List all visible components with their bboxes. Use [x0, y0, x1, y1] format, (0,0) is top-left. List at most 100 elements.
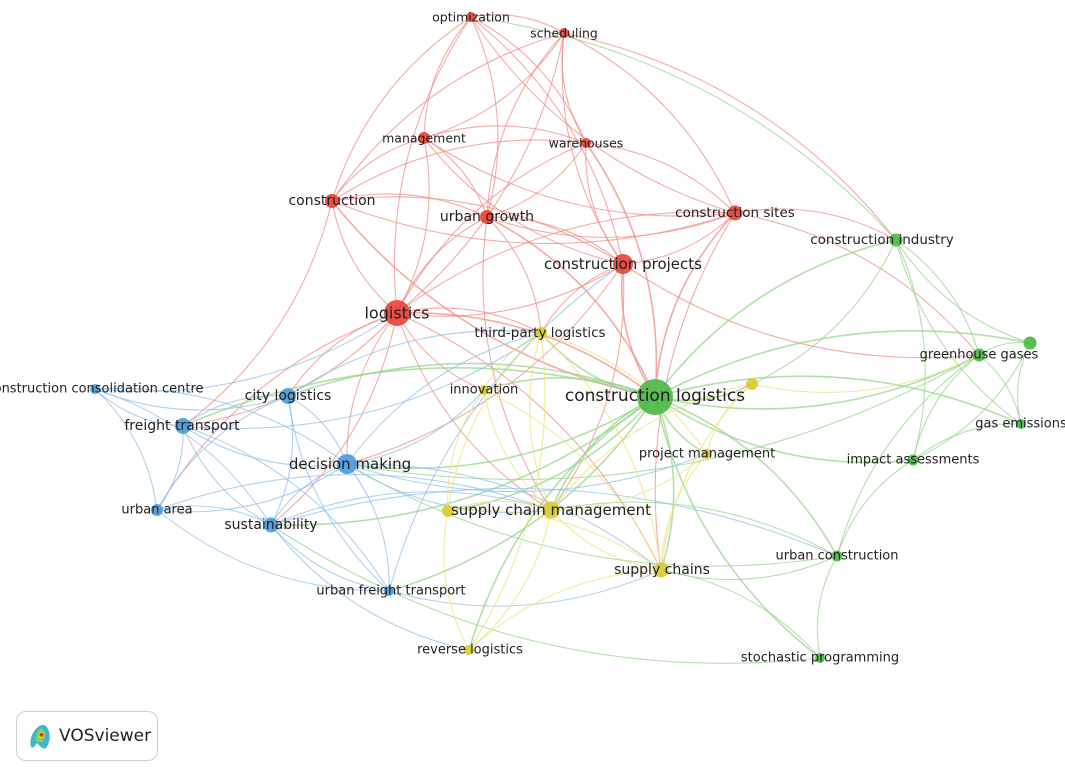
- label-urban-construction: urban construction: [775, 549, 898, 564]
- link-innovation-supply_chains: [483, 389, 662, 571]
- link-construction-urban_growth: [331, 193, 488, 218]
- label-construction: construction: [288, 193, 375, 209]
- link-greenhouse_gases-urban_construction: [836, 354, 980, 557]
- node-third-party-logistics[interactable]: [535, 327, 547, 339]
- link-logistics-sustainability: [270, 312, 398, 526]
- node-urban-freight-transport[interactable]: [384, 586, 394, 596]
- node-construction-consolidation-centre[interactable]: [90, 384, 100, 394]
- link-freight_transport-sustainability: [182, 425, 272, 526]
- node-gas-emissions[interactable]: [1016, 419, 1026, 429]
- node-project-management[interactable]: [702, 449, 712, 459]
- label-stochastic-programming: stochastic programming: [741, 651, 899, 666]
- link-freight_transport-decision_making: [182, 425, 348, 467]
- link-decision_making-urban_freight_transport: [346, 463, 390, 592]
- nodes-layer: [90, 12, 1037, 663]
- node-stochastic-programming[interactable]: [815, 653, 825, 663]
- label-reverse-logistics: reverse logistics: [417, 643, 523, 658]
- node-construction-sites[interactable]: [727, 205, 743, 221]
- node-freight-transport[interactable]: [175, 418, 191, 434]
- node-supply-chain-management[interactable]: [542, 501, 560, 519]
- node-urban-growth[interactable]: [480, 210, 494, 224]
- link-construction_logistics-supply_chains: [654, 396, 675, 571]
- link-decision_making-third_party_logistics: [346, 332, 542, 465]
- label-project-management: project management: [639, 447, 775, 462]
- label-scheduling: scheduling: [530, 26, 598, 41]
- link-optimization-logistics: [393, 16, 472, 314]
- label-freight-transport: freight transport: [124, 418, 240, 434]
- link-warehouses-construction_logistics: [585, 142, 658, 398]
- label-urban-area: urban area: [121, 503, 192, 518]
- node-scheduling[interactable]: [559, 28, 569, 38]
- link-construction-construction_sites: [331, 200, 736, 245]
- link-management-construction_projects: [423, 137, 624, 265]
- link-decision_making-sustainability: [270, 463, 348, 526]
- link-construction_industry-optimization: [470, 16, 897, 241]
- node-urban-construction[interactable]: [831, 550, 843, 562]
- link-city_logistics-freight_transport: [182, 395, 289, 427]
- link-sustainability-urban_construction: [270, 487, 838, 557]
- link-construction_logistics-greenhouse_gases: [654, 354, 980, 410]
- node-decision-making[interactable]: [337, 454, 357, 474]
- node-optimization[interactable]: [466, 12, 476, 22]
- node-construction-logistics[interactable]: [637, 379, 673, 415]
- node-logistics[interactable]: [384, 300, 410, 326]
- link-construction_industry-greenhouse_gases: [895, 239, 980, 356]
- link-management-warehouses: [423, 125, 587, 144]
- link-supply_chain_management-y_unlabeled_1: [447, 500, 552, 512]
- link-scheduling-construction_sites: [563, 32, 736, 214]
- link-construction_logistics-y_unlabeled_1: [447, 396, 656, 512]
- node-warehouses[interactable]: [581, 138, 591, 148]
- label-urban-growth: urban growth: [440, 209, 534, 225]
- link-construction-construction_logistics: [331, 200, 656, 398]
- link-construction_consolidation_centre-urban_area: [94, 388, 158, 511]
- link-construction_projects-greenhouse_gases: [622, 263, 980, 359]
- link-greenhouse_gases-impact_assessments: [912, 354, 980, 461]
- link-construction_logistics-decision_making: [346, 396, 656, 470]
- node-sustainability[interactable]: [263, 517, 279, 533]
- link-urban_construction-stochastic_programming: [816, 555, 838, 659]
- node-y-unlabeled-2[interactable]: [746, 378, 758, 390]
- node-g-unlabeled[interactable]: [1023, 336, 1037, 350]
- link-logistics-supply_chain_management: [396, 312, 552, 511]
- node-construction[interactable]: [325, 194, 339, 208]
- link-third_party_logistics-project_management: [540, 332, 708, 455]
- link-management-construction: [331, 137, 425, 202]
- link-scheduling-logistics: [396, 32, 565, 314]
- node-impact-assessments[interactable]: [907, 454, 919, 466]
- node-innovation[interactable]: [479, 385, 489, 395]
- node-management[interactable]: [418, 132, 430, 144]
- label-warehouses: warehouses: [549, 136, 624, 151]
- link-warehouses-construction: [331, 139, 587, 202]
- link-urban_construction-supply_chains: [660, 555, 838, 581]
- link-city_logistics-third_party_logistics: [287, 330, 542, 397]
- link-construction_projects-supply_chain_management: [550, 263, 625, 511]
- node-reverse-logistics[interactable]: [464, 645, 474, 655]
- link-innovation-supply_chain_management: [483, 389, 552, 511]
- link-city_logistics-urban_freight_transport: [287, 395, 390, 592]
- node-greenhouse-gases[interactable]: [972, 348, 986, 362]
- node-supply-chains[interactable]: [653, 562, 669, 578]
- link-urban_construction-supply_chain_management: [550, 501, 838, 557]
- link-construction_sites-logistics: [396, 211, 736, 314]
- label-optimization: optimization: [432, 10, 510, 25]
- link-freight_transport-urban_area: [156, 425, 184, 511]
- link-management-logistics: [396, 137, 430, 314]
- node-y-unlabeled-1[interactable]: [442, 505, 454, 517]
- link-greenhouse_gases-gas_emissions: [978, 354, 1022, 425]
- link-supply_chain_management-y_unlabeled_2: [550, 383, 753, 511]
- node-construction-industry[interactable]: [889, 233, 903, 247]
- link-construction_sites-construction_projects: [622, 212, 736, 265]
- link-impact_assessments-gas_emissions: [912, 423, 1022, 461]
- link-construction-logistics: [331, 200, 398, 314]
- link-logistics-third_party_logistics: [396, 307, 542, 334]
- node-city-logistics[interactable]: [280, 388, 296, 404]
- link-construction_logistics-stochastic_programming: [654, 396, 821, 659]
- link-construction_industry-g_unlabeled: [895, 239, 1031, 344]
- node-urban-area[interactable]: [151, 504, 163, 516]
- link-urban_growth-third_party_logistics: [486, 216, 542, 334]
- link-urban_growth-construction_sites: [486, 212, 736, 238]
- node-construction-projects[interactable]: [613, 254, 633, 274]
- link-urban_area-urban_freight_transport: [156, 509, 390, 592]
- link-logistics-innovation: [396, 312, 485, 391]
